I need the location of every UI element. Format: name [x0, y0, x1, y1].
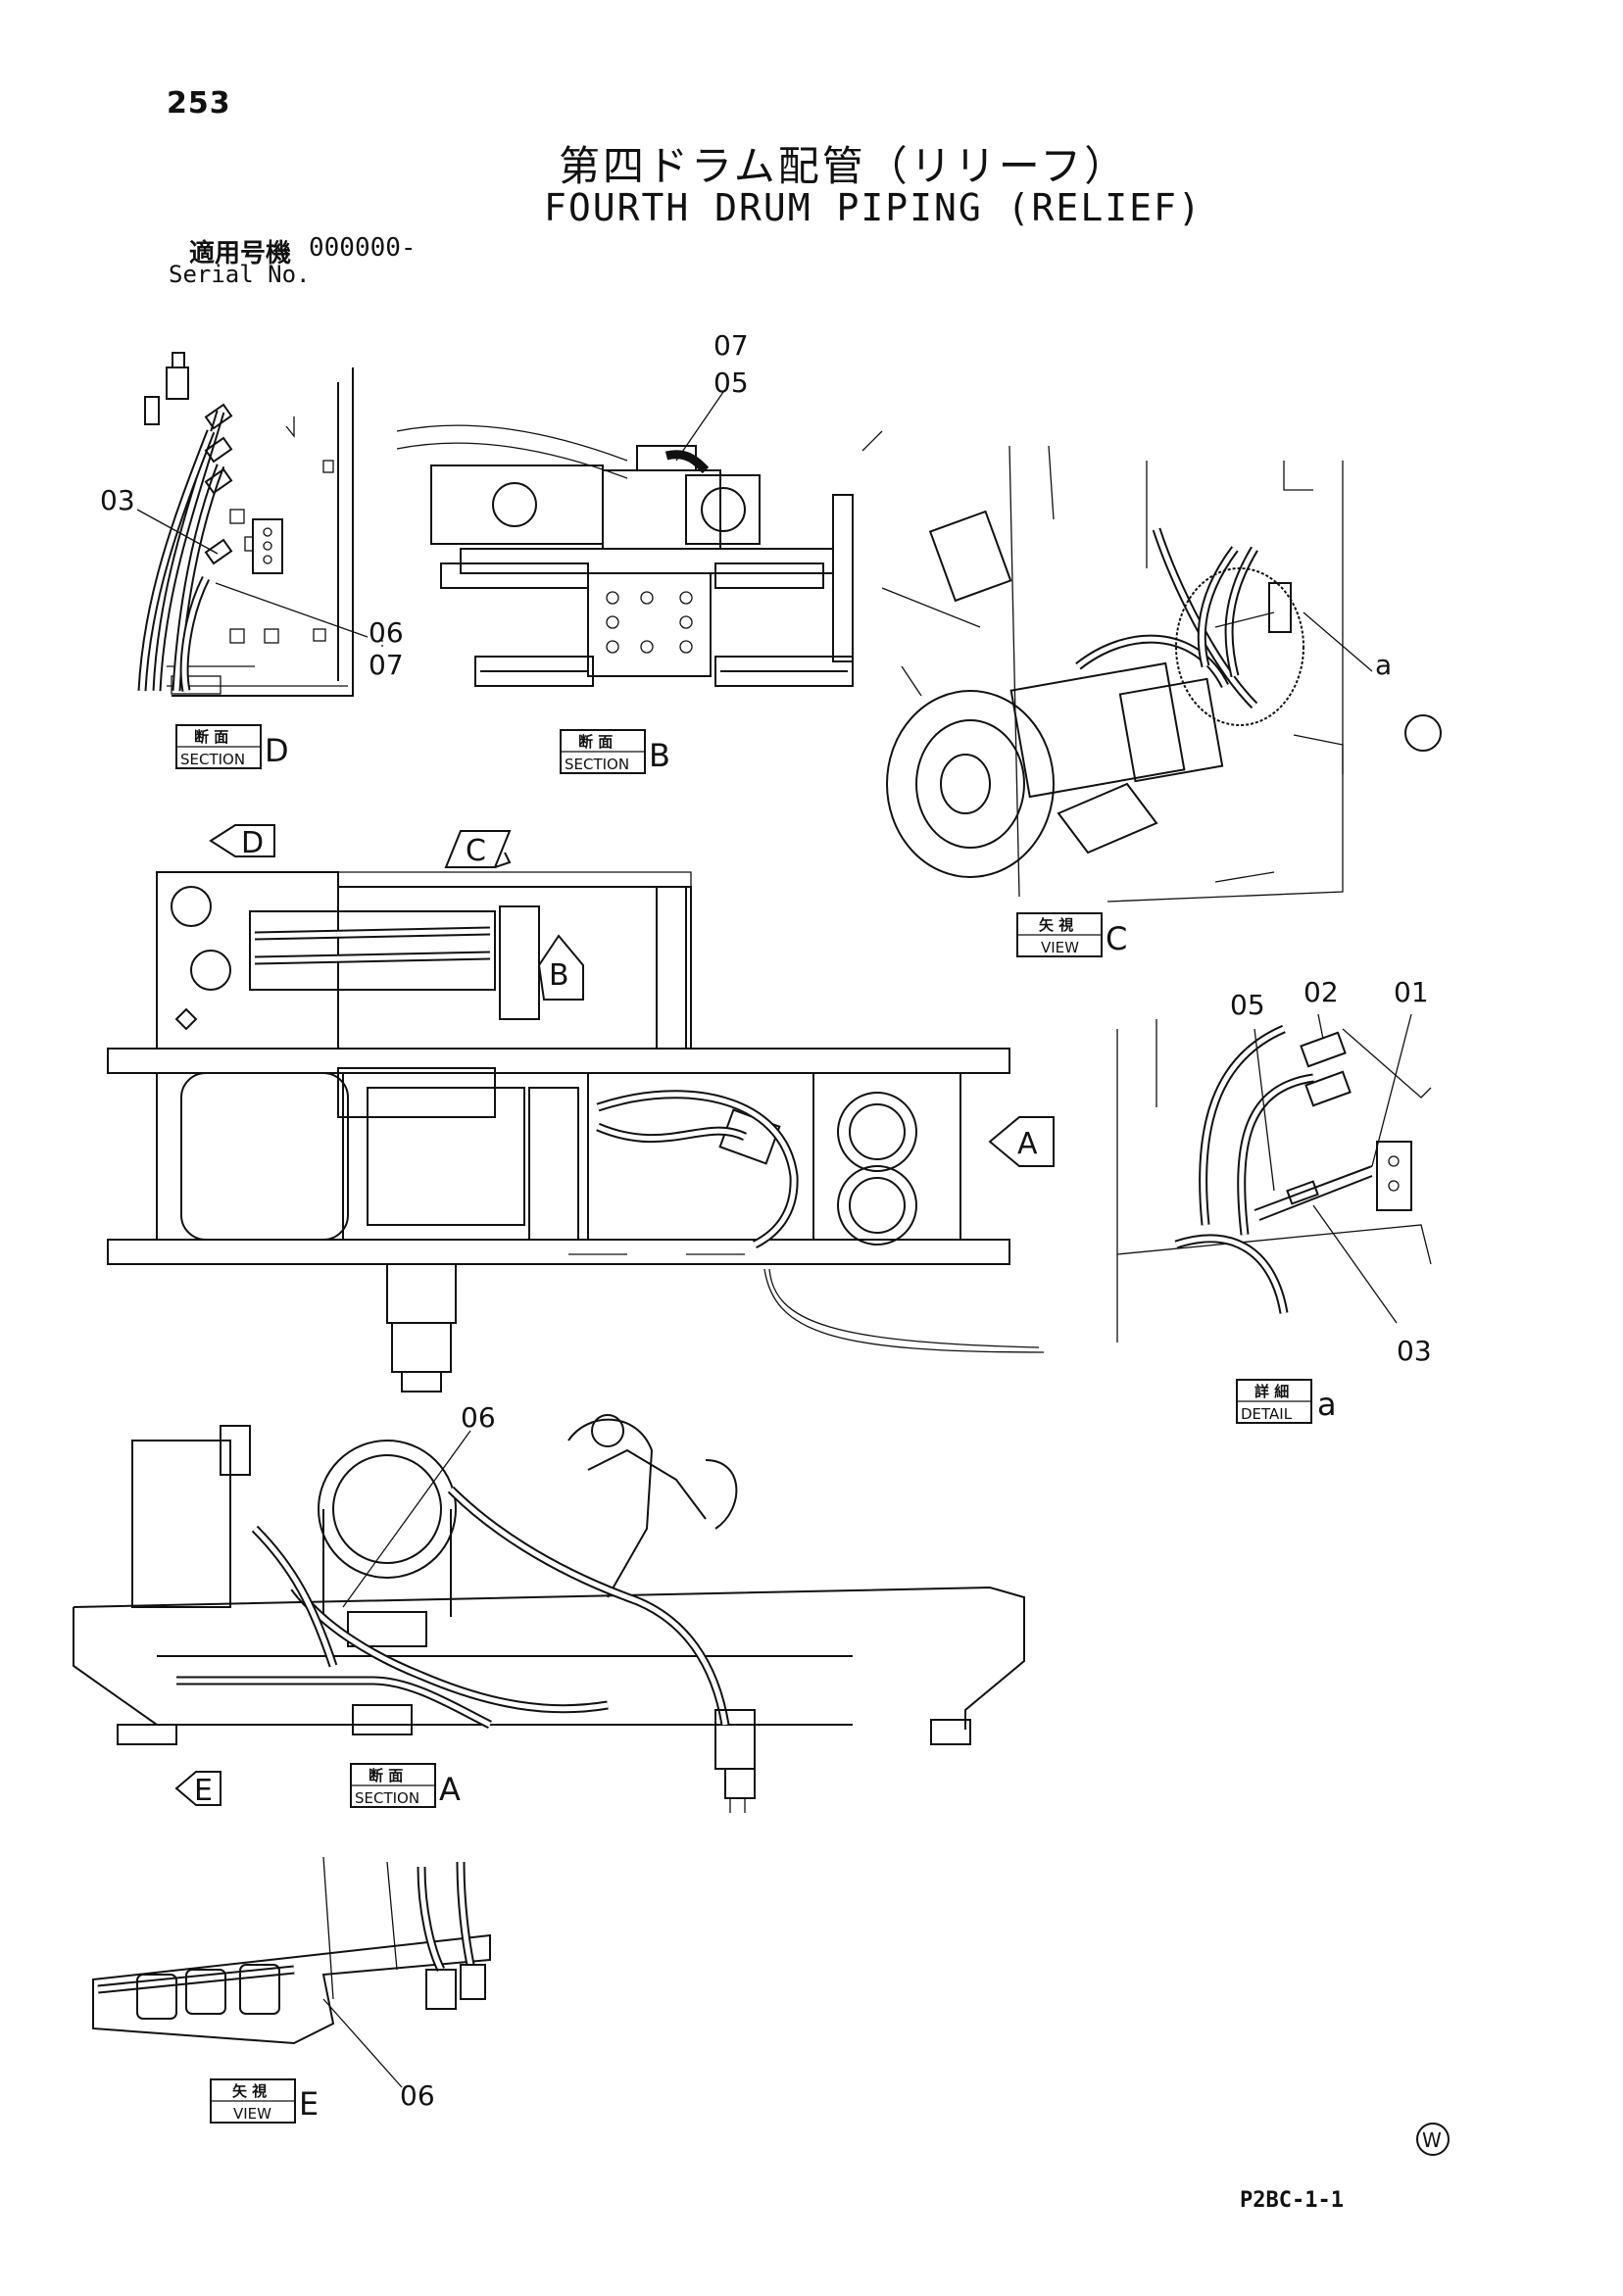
view-e-label: 矢 視 VIEW E: [210, 2078, 319, 2124]
section-b-label-jp: 断 面: [578, 733, 613, 751]
section-d-label-jp: 断 面: [194, 728, 228, 746]
direction-arrow-b: B: [537, 934, 584, 1001]
detail-a-label: 詳 細 DETAIL a: [1236, 1379, 1337, 1424]
callout-06-view-e: 06: [400, 2079, 435, 2112]
callout-02-detail-a: 02: [1303, 976, 1339, 1008]
view-e-label-jp: 矢 視: [232, 2082, 267, 2100]
direction-arrow-a: A: [988, 1116, 1055, 1167]
view-e-label-en: VIEW: [233, 2105, 271, 2123]
view-c-label-jp: 矢 視: [1039, 916, 1073, 934]
callout-05-detail-a: 05: [1230, 989, 1265, 1021]
callout-a-view-c: a: [1375, 649, 1392, 681]
drawing-code: P2BC-1-1: [1240, 2188, 1344, 2213]
direction-arrow-d: D: [209, 824, 275, 860]
section-a-label-en: SECTION: [355, 1789, 419, 1807]
section-a-label: 断 面 SECTION A: [350, 1763, 461, 1808]
detail-a-view: 05 02 01 03: [1116, 976, 1432, 1367]
view-e-view: 06: [92, 1856, 491, 2112]
svg-text:C: C: [466, 834, 486, 868]
section-d-view: 03 06 07: [100, 352, 404, 697]
detail-a-label-letter: a: [1317, 1386, 1337, 1423]
svg-text:D: D: [241, 826, 264, 860]
svg-text:E: E: [194, 1774, 213, 1808]
section-d-label-en: SECTION: [180, 751, 245, 768]
svg-text:W: W: [1422, 2128, 1442, 2152]
detail-a-label-en: DETAIL: [1241, 1405, 1293, 1423]
callout-05-section-b: 05: [713, 366, 749, 399]
serial-label-japanese: 適用号機: [189, 239, 292, 269]
callout-06-section-a: 06: [461, 1401, 496, 1434]
callout-07-section-b: 07: [713, 329, 749, 362]
callout-06-section-d: 06: [369, 616, 404, 649]
page-number: 253: [167, 86, 231, 121]
title-english: FOURTH DRUM PIPING (RELIEF): [544, 186, 1203, 229]
view-c-label: 矢 視 VIEW C: [1016, 912, 1127, 957]
view-c-label-en: VIEW: [1041, 939, 1079, 956]
section-d-label: 断 面 SECTION D: [175, 724, 289, 769]
section-d-label-letter: D: [265, 732, 289, 769]
view-c-label-letter: C: [1106, 920, 1127, 957]
callout-01-detail-a: 01: [1394, 976, 1429, 1008]
callout-07-section-d: 07: [369, 649, 404, 681]
section-a-label-letter: A: [439, 1771, 461, 1808]
section-b-label-en: SECTION: [565, 756, 629, 773]
w-mark: W: [1416, 2123, 1450, 2156]
svg-text:B: B: [549, 958, 569, 993]
section-b-label-letter: B: [649, 737, 670, 774]
view-c-view: a: [881, 445, 1442, 903]
section-a-view: 06: [73, 1401, 1025, 1813]
section-b-view: 07 05: [396, 329, 883, 687]
direction-arrow-c: C: [444, 830, 512, 868]
svg-text:A: A: [1017, 1127, 1038, 1161]
callout-03-section-d: 03: [100, 484, 135, 516]
title-japanese: 第四ドラム配管（リリーフ）: [559, 142, 1129, 190]
callout-03-detail-a: 03: [1397, 1335, 1432, 1367]
plan-view: [107, 871, 1045, 1392]
serial-value: 000000-: [309, 233, 417, 263]
detail-a-label-jp: 詳 細: [1254, 1383, 1289, 1400]
section-a-label-jp: 断 面: [369, 1767, 403, 1784]
serial-label-english: Serial No.: [169, 261, 311, 288]
section-b-label: 断 面 SECTION B: [560, 729, 670, 774]
view-e-label-letter: E: [299, 2085, 319, 2123]
direction-arrow-e: E: [174, 1771, 221, 1808]
